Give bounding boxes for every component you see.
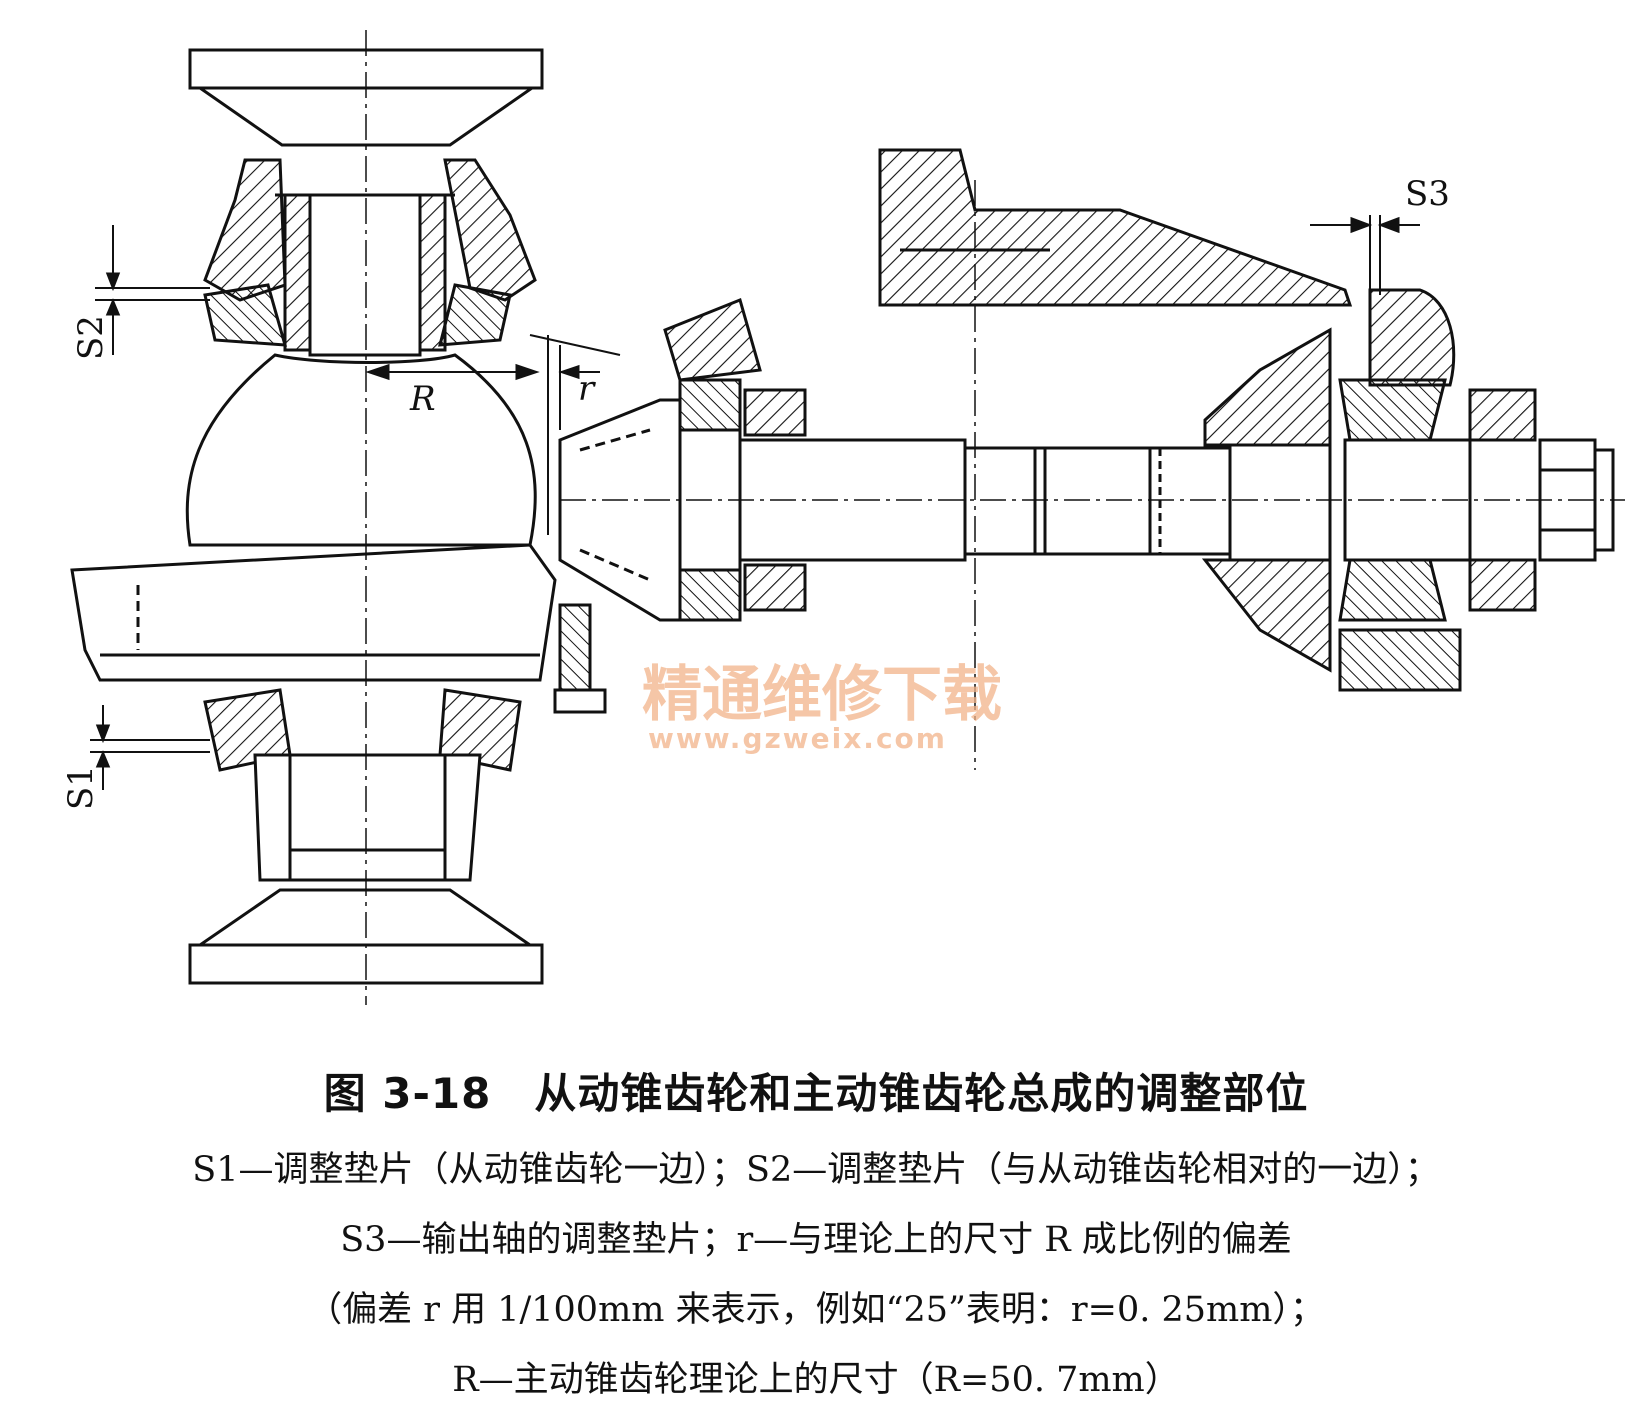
- top-bearing-left: [203, 283, 288, 347]
- output-shaft: [963, 446, 1272, 556]
- top-housing-right: [443, 158, 537, 302]
- pinion-bearing-cup-top: [743, 388, 807, 437]
- caption-line-4: R—主动锥齿轮理论上的尺寸（R=50. 7mm）: [452, 1360, 1180, 1400]
- watermark-text: 精通维修下载: [642, 660, 1002, 730]
- label-s2: S2: [71, 315, 111, 360]
- pinion-bearing-cup-bottom: [743, 563, 807, 612]
- pinion-housing-top: [663, 297, 762, 382]
- bottom-bearing-right: [438, 688, 522, 772]
- figure-caption: 图 3-18 从动锥齿轮和主动锥齿轮总成的调整部位 S1—调整垫片（从动锥齿轮一…: [0, 1060, 1632, 1415]
- top-shaft: [308, 193, 422, 357]
- label-s3: S3: [1405, 174, 1450, 214]
- output-bearing-bottom: [1338, 558, 1447, 622]
- watermark-url: www.gzweix.com: [648, 722, 947, 755]
- label-R: R: [409, 379, 436, 419]
- caption-line-1: S1—调整垫片（从动锥齿轮一边）；S2—调整垫片（与从动锥齿轮相对的一边）；: [192, 1150, 1440, 1190]
- output-flange-bottom: [1201, 558, 1332, 673]
- pinion-front-bearing-top: [678, 378, 742, 432]
- ring-gear: [70, 543, 557, 682]
- pinion-gear: [558, 398, 682, 622]
- top-bearing-right: [438, 283, 512, 347]
- caption-line-3: （偏差 r 用 1/100mm 来表示，例如“25”表明：r=0. 25mm）；: [307, 1290, 1325, 1330]
- output-nut-top: [1468, 388, 1537, 442]
- top-sleeve-left: [283, 193, 312, 352]
- top-housing-left: [203, 158, 287, 302]
- output-nut-bottom: [1468, 558, 1537, 612]
- differential-case: [185, 353, 537, 547]
- caption-line-2: S3—输出轴的调整垫片；r—与理论上的尺寸 R 成比例的偏差: [340, 1220, 1292, 1260]
- output-bearing-top: [1338, 378, 1447, 442]
- caption-title: 图 3-18 从动锥齿轮和主动锥齿轮总成的调整部位: [323, 1069, 1309, 1118]
- label-s1: S1: [61, 765, 101, 810]
- pinion-front-bearing-bottom: [678, 568, 742, 622]
- top-sleeve-right: [418, 193, 447, 352]
- label-r: r: [578, 369, 596, 409]
- assembly-drawing: S2 S1 S3 R r 精通维修下载 www.gzweix.com: [61, 30, 1625, 1005]
- output-housing: [878, 148, 1353, 307]
- output-lock-bolt: [1338, 628, 1462, 692]
- output-housing-lip: [1368, 288, 1456, 387]
- output-flange-top: [1203, 327, 1332, 447]
- bottom-flange-cone: [195, 888, 535, 947]
